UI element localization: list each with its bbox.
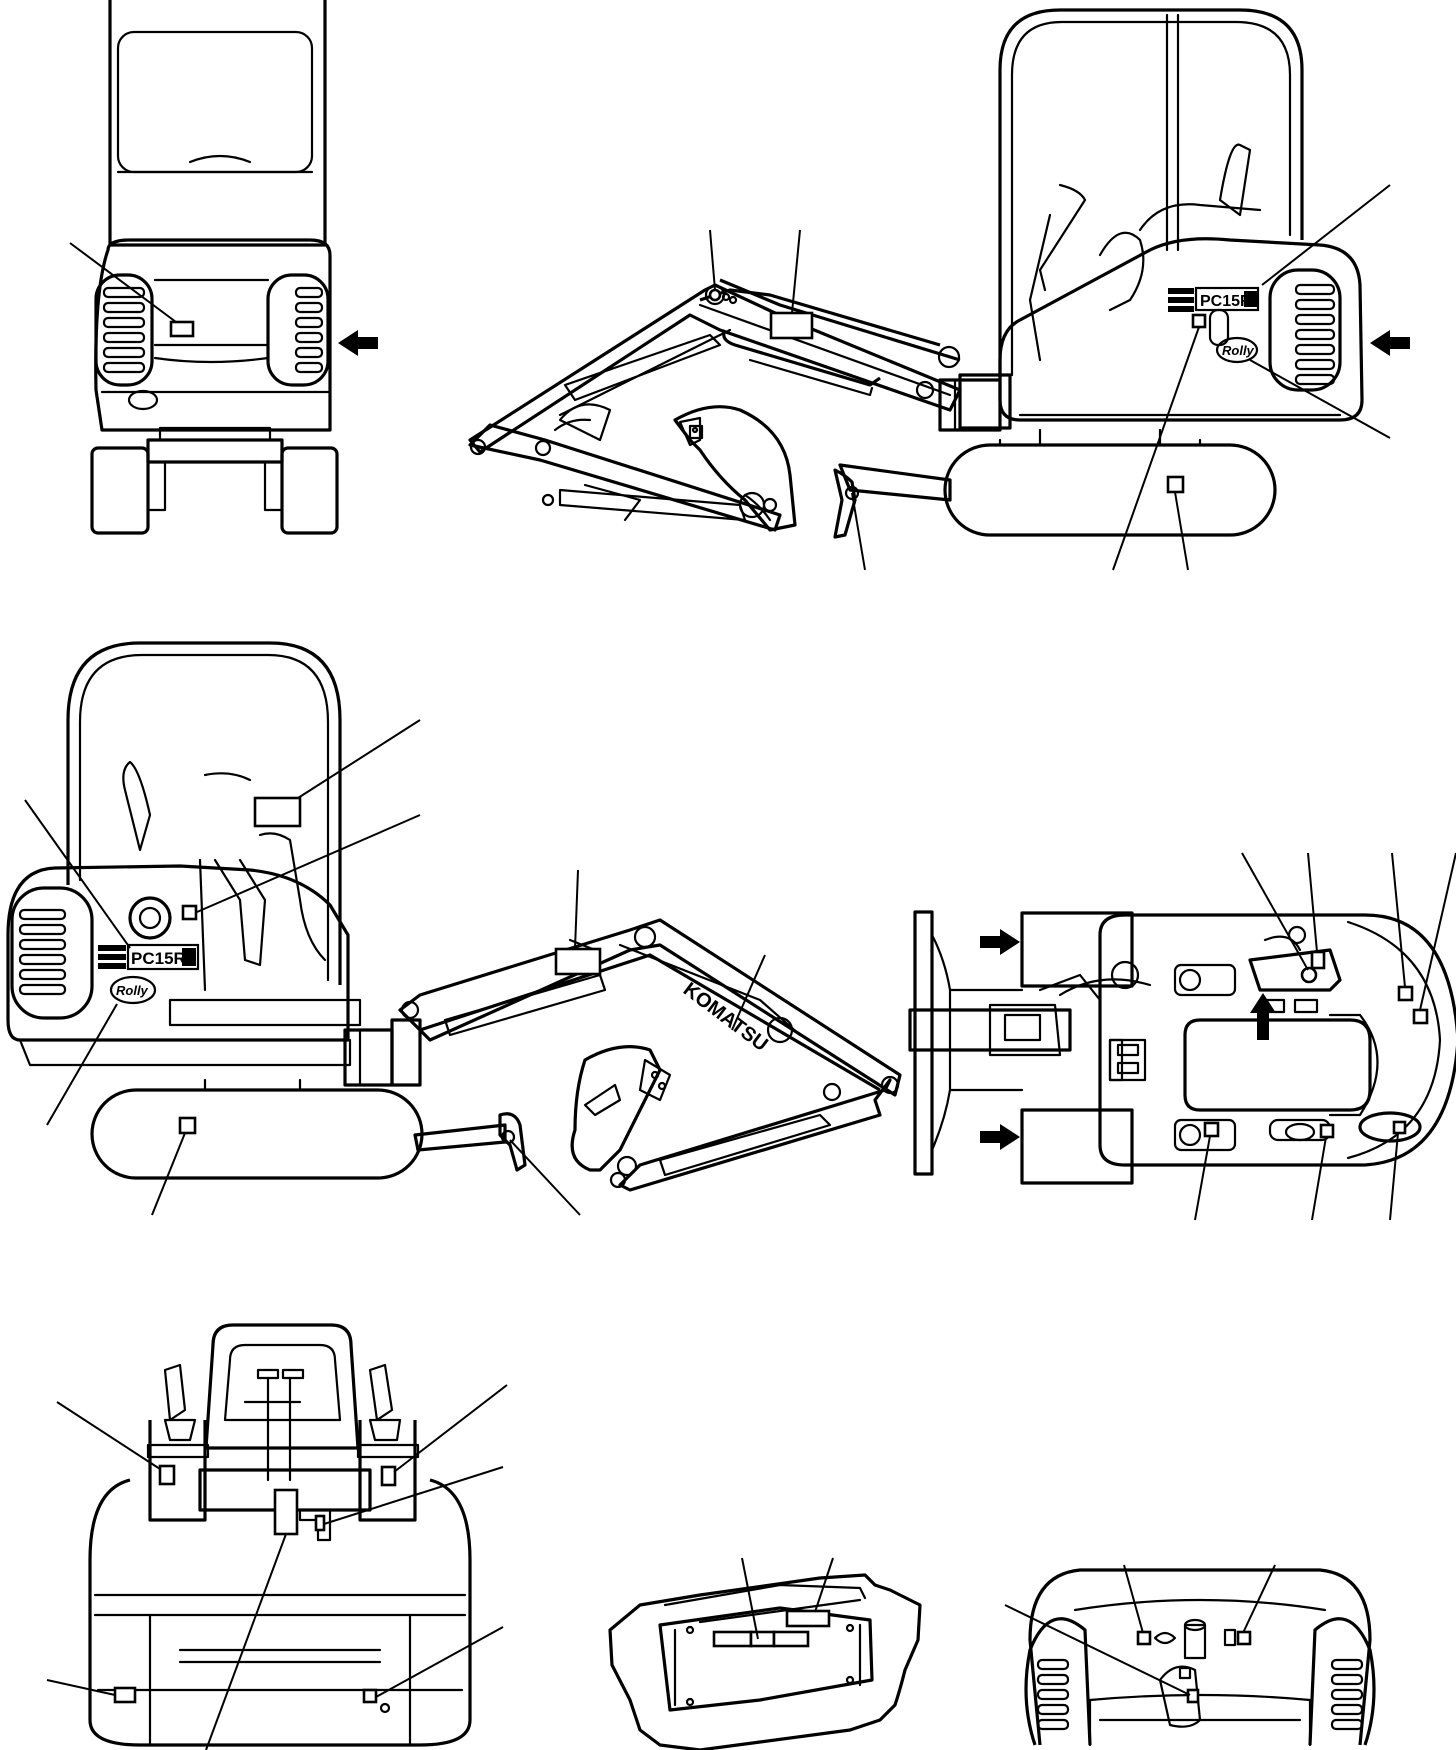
- callout-leader: [814, 1557, 834, 1613]
- decal-marker-icon: [1319, 1123, 1335, 1139]
- callout-leader: [1261, 184, 1391, 286]
- boom: [468, 278, 962, 454]
- view-arrow-icon: [980, 1124, 1020, 1150]
- operator-rear-view: [46, 1323, 508, 1750]
- bucket: [673, 405, 797, 532]
- callout-leader: [741, 1557, 759, 1640]
- brand-badge: Rolly: [109, 975, 157, 1005]
- callout-leader: [1004, 1604, 1191, 1696]
- decal-marker-icon: [158, 1464, 176, 1486]
- brand-badge-text: Rolly: [116, 983, 149, 998]
- callout-leader: [56, 1401, 161, 1470]
- decal-marker-icon: [181, 904, 198, 921]
- decal-marker-icon: [1203, 1121, 1220, 1138]
- decal-marker-icon: [362, 1688, 378, 1704]
- decal-marker-icon: [769, 311, 814, 340]
- decal-marker-icon: [772, 1630, 810, 1648]
- callout-leader: [1112, 326, 1200, 571]
- callout-leader: [1174, 491, 1189, 571]
- decal-marker-icon: [1186, 1688, 1200, 1704]
- bucket: [570, 1045, 672, 1172]
- model-badge: PC15R: [98, 943, 200, 971]
- callout-leader: [151, 1132, 186, 1216]
- decal-marker-icon: [380, 1465, 397, 1487]
- decal-marker-icon: [749, 1630, 776, 1648]
- callout-leader: [709, 229, 716, 291]
- callout-leader: [24, 799, 131, 949]
- blade: [413, 1112, 527, 1172]
- decal-marker-icon: [554, 947, 602, 976]
- decal-marker-icon: [1310, 950, 1326, 970]
- decal-marker-icon: [1397, 985, 1414, 1002]
- callout-leader: [1123, 1564, 1144, 1634]
- model-badge-text: PC15R: [1200, 293, 1252, 310]
- right-grille: [1308, 1617, 1376, 1746]
- brand-badge: Rolly: [1215, 336, 1259, 364]
- brand-badge-text: Rolly: [1222, 343, 1255, 358]
- right-grille: [266, 273, 330, 387]
- callout-leader: [46, 1679, 116, 1696]
- engine-rear-view: [1004, 1564, 1376, 1747]
- left-grille: [94, 273, 154, 387]
- model-badge-text: PC15R: [131, 949, 186, 968]
- boom: [398, 918, 902, 1102]
- callout-leader: [509, 1139, 581, 1216]
- callout-leader: [1389, 1132, 1399, 1221]
- top-view: [908, 852, 1456, 1221]
- left-grille: [1024, 1617, 1092, 1746]
- arm: [609, 1078, 892, 1192]
- decal-marker-icon: [785, 1609, 831, 1628]
- callout-leader: [323, 1466, 504, 1525]
- callout-leader: [1242, 1564, 1276, 1634]
- callout-leader: [791, 229, 801, 314]
- view-arrow-icon: [338, 330, 378, 356]
- callout-leader: [375, 1626, 504, 1698]
- decal-marker-icon: [708, 288, 722, 302]
- track: [90, 1078, 424, 1180]
- callout-leader: [574, 869, 579, 950]
- decal-marker-icon: [178, 1116, 197, 1135]
- decal-marker-icon: [1300, 966, 1318, 984]
- decal-marker-icon: [1236, 1630, 1252, 1646]
- view-arrow-icon: [1370, 330, 1410, 356]
- panel-view: [608, 1557, 922, 1750]
- callout-leader: [851, 492, 866, 571]
- decal-marker-icon: [712, 1630, 753, 1648]
- left-side-view: PC15R Rolly KOMATSU: [6, 641, 902, 1216]
- decal-marker-icon: [113, 1686, 137, 1704]
- decal-marker-icon: [1166, 475, 1185, 494]
- callout-leader: [205, 1533, 287, 1750]
- callout-leader: [1194, 1135, 1211, 1221]
- side-grille: [1268, 268, 1342, 392]
- callout-leader: [1419, 852, 1456, 1011]
- view-arrow-icon: [980, 929, 1020, 955]
- callout-leader: [731, 954, 766, 1031]
- decal-marker-icon: [314, 1514, 326, 1532]
- side-grille: [10, 886, 94, 1020]
- decal-marker-icon: [253, 796, 302, 828]
- decal-marker-icon: [169, 320, 195, 338]
- callout-leader: [393, 1384, 508, 1473]
- callout-leader: [46, 1003, 118, 1126]
- right-side-view: PC15R Rolly: [468, 8, 1410, 571]
- callout-leader: [297, 719, 421, 799]
- callout-leader: [1249, 359, 1391, 439]
- decal-marker-icon: [1136, 1630, 1152, 1646]
- callout-leader: [69, 242, 177, 323]
- rear-view: [69, 0, 378, 535]
- callout-leader: [1391, 852, 1406, 988]
- callout-leader: [1307, 852, 1318, 953]
- model-badge: PC15R: [1168, 286, 1260, 312]
- track: [943, 428, 1277, 537]
- decal-marker-icon: [273, 1488, 299, 1536]
- decal-marker-icon: [1412, 1008, 1429, 1025]
- view-arrow-icon: [1250, 993, 1276, 1040]
- decal-marker-icon: [1191, 313, 1207, 329]
- blade: [833, 463, 952, 539]
- decal-marker-icon: [1392, 1120, 1407, 1135]
- callout-leader: [1241, 852, 1309, 971]
- callout-leader: [196, 814, 421, 913]
- callout-leader: [1311, 1136, 1327, 1221]
